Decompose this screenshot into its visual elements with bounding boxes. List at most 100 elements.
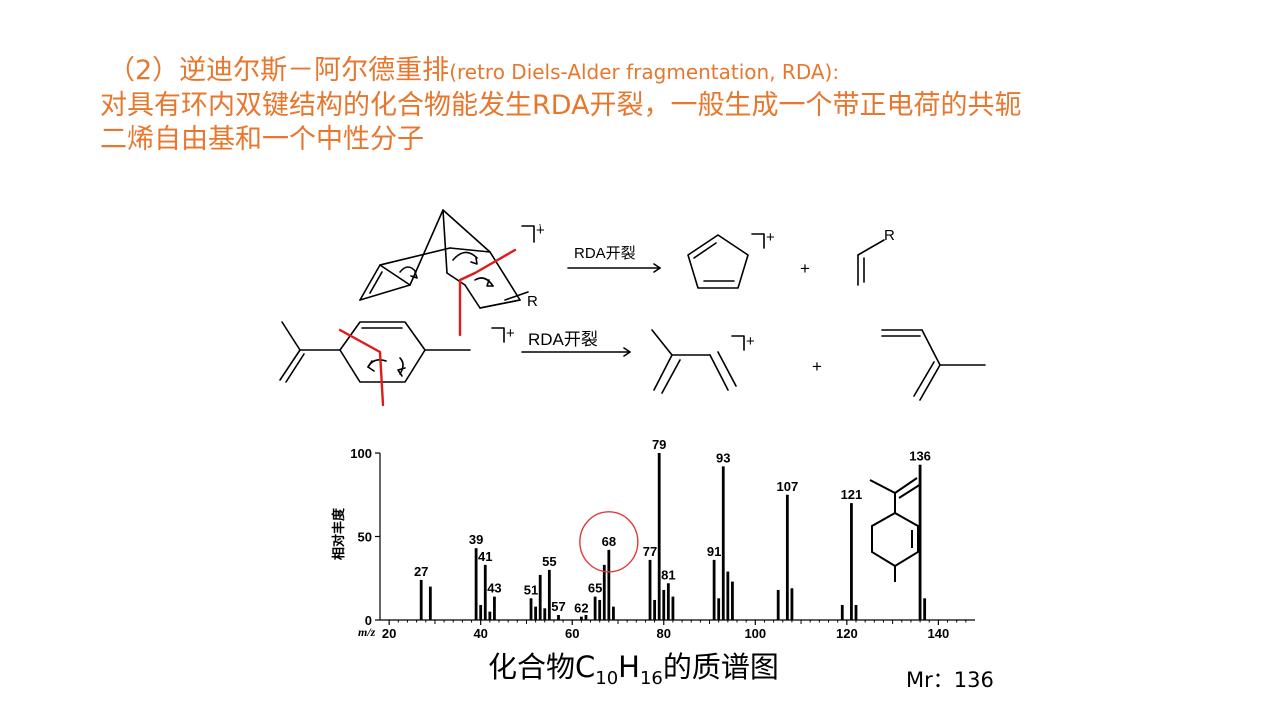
- plus-sign-1: +: [800, 259, 810, 278]
- peak-label-55: 55: [542, 554, 556, 569]
- peak-bar-mz-52: [534, 606, 538, 620]
- peak-bar-mz-65: [593, 596, 597, 620]
- plus-sign-2: +: [812, 357, 822, 376]
- peak-bar-mz-80: [662, 589, 666, 620]
- peak-bar-mz-77: [648, 559, 652, 620]
- rda-reaction-diagram: + · R RDA开裂 + + R + RDA开裂 + +: [279, 209, 986, 407]
- mass-spectrum-chart: 20 40 60 80 100 120 140 0 50 100 27 39 41 43 51 55 57 62…: [331, 437, 975, 641]
- x-tick-label-120: 120: [836, 626, 858, 641]
- peak-bar-mz-40: [479, 604, 483, 620]
- peak-bar-mz-55: [547, 569, 551, 620]
- alkene-neutral-product: [857, 239, 885, 286]
- peak-bar-mz-105: [776, 589, 780, 620]
- peak-bar-mz-41: [483, 564, 487, 620]
- cut-line-1: [458, 248, 517, 337]
- peak-bar-mz-91: [712, 559, 716, 620]
- peak-bar-mz-137: [923, 598, 927, 620]
- heading-rda-title: （2）逆迪尔斯－阿尔德重排: [108, 55, 450, 86]
- x-tick-label-40: 40: [473, 626, 487, 641]
- y-axis-label: 相对丰度: [331, 507, 346, 560]
- charge-symbol-2: +: [766, 229, 775, 246]
- bicyclic-reactant: [359, 209, 535, 309]
- peak-label-91: 91: [707, 544, 721, 559]
- isoprene-neutral-product: [881, 329, 986, 401]
- peak-label-41: 41: [478, 549, 492, 564]
- heading-block: （2）逆迪尔斯－阿尔德重排(retro Diels-Alder fragment…: [100, 54, 1210, 157]
- y-tick-label-100: 100: [350, 446, 372, 461]
- peak-bar-mz-136: [918, 464, 922, 620]
- peak-bar-mz-95: [731, 581, 734, 620]
- peak-bar-mz-62: [579, 616, 583, 620]
- substituent-r-2: R: [884, 227, 895, 244]
- peak-label-57: 57: [551, 599, 565, 614]
- x-tick-label-100: 100: [744, 626, 766, 641]
- limonene-reactant: [279, 321, 505, 383]
- peak-bar-mz-78: [653, 599, 657, 620]
- heading-line-3: 二烯自由基和一个中性分子: [100, 124, 424, 155]
- heading-line-1: （2）逆迪尔斯－阿尔德重排(retro Diels-Alder fragment…: [100, 54, 1210, 89]
- molecular-mass-label: Mr：136: [906, 668, 994, 692]
- highlight-circle-68: [579, 511, 639, 573]
- x-tick-label-60: 60: [565, 626, 579, 641]
- y-tick-label-0: 0: [365, 613, 372, 628]
- x-axis-label: m/z: [358, 625, 376, 639]
- peak-bar-mz-119: [840, 604, 844, 620]
- peak-bar-mz-122: [854, 604, 858, 620]
- peak-label-62: 62: [574, 601, 588, 616]
- peak-bar-mz-29: [428, 586, 432, 620]
- tick-group: 20 40 60 80 100 120 140 0 50 100: [350, 446, 967, 641]
- peak-bar-mz-57: [557, 614, 560, 620]
- peak-bar-mz-82: [671, 596, 675, 620]
- limonene-inset-structure: [869, 477, 922, 582]
- radical-dot-1: ·: [538, 217, 542, 231]
- y-tick-label-50: 50: [358, 530, 372, 545]
- peak-label-81: 81: [661, 567, 675, 582]
- peak-bar-mz-51: [529, 598, 533, 620]
- peak-label-27: 27: [414, 564, 428, 579]
- peak-bar-mz-67: [602, 564, 606, 620]
- caption-sub-10: 10: [595, 667, 619, 689]
- peak-bar-mz-92: [717, 598, 721, 620]
- x-tick-label-80: 80: [657, 626, 671, 641]
- peak-label-51: 51: [524, 582, 538, 597]
- substituent-r-1: R: [527, 293, 538, 310]
- peak-bar-mz-54: [543, 608, 547, 620]
- caption-h: H: [618, 650, 640, 684]
- heading-line-2: 对具有环内双键结构的化合物能发生RDA开裂，一般生成一个带正电荷的共轭: [100, 90, 1022, 121]
- peak-label-107: 107: [776, 479, 798, 494]
- peak-label-79: 79: [652, 437, 666, 452]
- peak-bar-mz-42: [488, 611, 492, 620]
- peak-bar-mz-43: [493, 596, 496, 620]
- peak-bar-mz-27: [419, 579, 423, 620]
- caption-suffix: 的质谱图: [662, 650, 779, 684]
- arrow-label-1: RDA开裂: [574, 245, 636, 262]
- peak-label-77: 77: [643, 544, 657, 559]
- caption-prefix: 化合物C: [488, 650, 596, 684]
- caption-sub-16: 16: [639, 667, 663, 689]
- peak-label-39: 39: [469, 532, 483, 547]
- peak-label-136: 136: [909, 449, 931, 464]
- peak-bars: [419, 453, 927, 620]
- charge-symbol-1: +: [536, 222, 545, 239]
- peak-bar-mz-79: [657, 453, 661, 620]
- cut-line-2: [338, 328, 385, 407]
- peak-bar-mz-107: [785, 494, 789, 620]
- peak-bar-mz-53: [538, 574, 542, 620]
- peak-bar-mz-93: [721, 466, 725, 620]
- x-tick-label-140: 140: [928, 626, 950, 641]
- peak-bar-mz-68: [607, 549, 611, 620]
- spectrum-caption: 化合物C10H16的质谱图: [488, 644, 779, 689]
- heading-rda-english: (retro Diels-Alder fragmentation, RDA):: [449, 60, 840, 84]
- peak-bar-mz-108: [790, 588, 794, 620]
- x-tick-label-20: 20: [382, 626, 396, 641]
- diene-product: [651, 329, 745, 394]
- peak-label-65: 65: [588, 581, 602, 596]
- peak-bar-mz-69: [612, 606, 615, 620]
- peak-bar-mz-66: [598, 599, 602, 620]
- peak-bar-mz-81: [666, 583, 670, 620]
- peak-label-43: 43: [487, 581, 501, 596]
- peak-label-121: 121: [841, 487, 863, 502]
- peak-bar-mz-63: [584, 614, 588, 620]
- arrow-label-2: RDA开裂: [528, 330, 598, 349]
